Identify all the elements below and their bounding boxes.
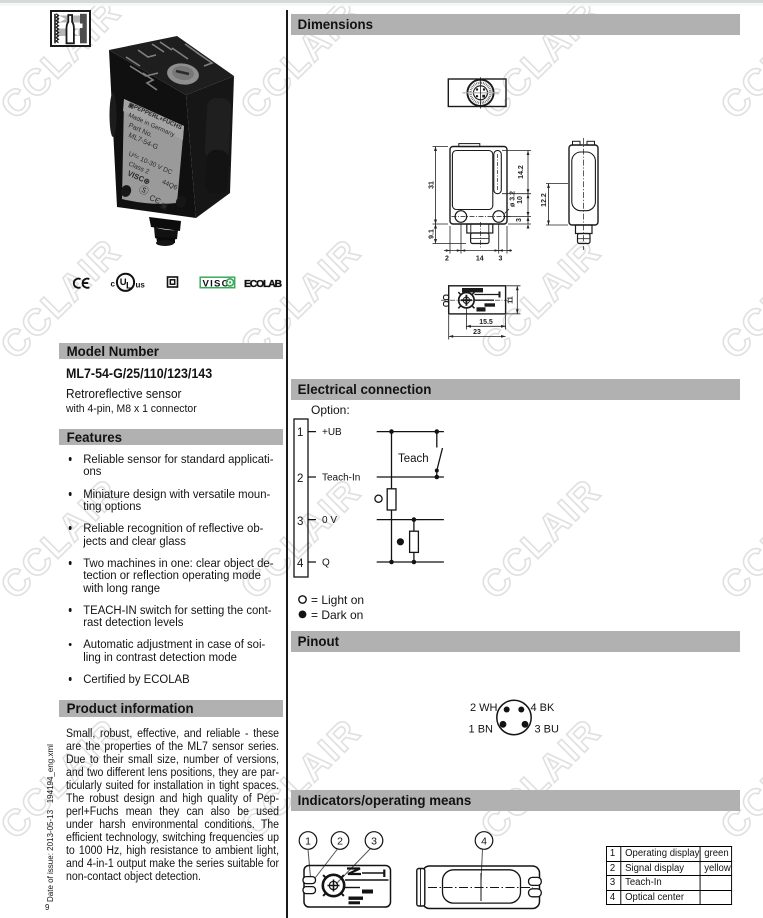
svg-text:3 BU: 3 BU bbox=[535, 724, 560, 736]
svg-text:15.5: 15.5 bbox=[479, 319, 493, 326]
svg-text:c: c bbox=[111, 280, 116, 289]
svg-text:1: 1 bbox=[305, 835, 311, 847]
svg-text:▣: ▣ bbox=[159, 200, 169, 211]
svg-text:14: 14 bbox=[476, 256, 484, 263]
svg-text:VISC: VISC bbox=[203, 278, 229, 289]
svg-text:4: 4 bbox=[297, 558, 304, 570]
svg-text:+UB: +UB bbox=[322, 427, 342, 438]
svg-text:2 WH: 2 WH bbox=[470, 702, 498, 714]
svg-text:U: U bbox=[120, 277, 127, 288]
svg-text:Teach-In: Teach-In bbox=[322, 473, 360, 484]
svg-text:3: 3 bbox=[499, 256, 503, 263]
svg-text:3: 3 bbox=[371, 835, 377, 847]
svg-text:10: 10 bbox=[517, 196, 524, 204]
svg-text:4: 4 bbox=[481, 835, 487, 847]
svg-text:2: 2 bbox=[445, 256, 449, 263]
svg-text:12.2: 12.2 bbox=[541, 193, 548, 207]
svg-text:L: L bbox=[126, 281, 132, 292]
svg-text:3: 3 bbox=[516, 218, 523, 222]
svg-text:= Dark on: = Dark on bbox=[311, 608, 363, 622]
svg-text:= Light on: = Light on bbox=[311, 593, 364, 607]
svg-text:23: 23 bbox=[473, 329, 481, 336]
svg-text:11: 11 bbox=[508, 296, 515, 304]
svg-text:1: 1 bbox=[297, 427, 303, 439]
svg-text:Teach: Teach bbox=[398, 453, 429, 465]
svg-text:CЄ: CЄ bbox=[148, 193, 162, 206]
svg-text:ECOLAB: ECOLAB bbox=[244, 279, 282, 290]
svg-text:Option:: Option: bbox=[311, 403, 350, 417]
svg-text:9.1: 9.1 bbox=[429, 229, 436, 239]
svg-text:3: 3 bbox=[297, 516, 303, 528]
svg-text:2: 2 bbox=[337, 835, 343, 847]
svg-text:Q: Q bbox=[322, 558, 330, 569]
svg-text:14.2: 14.2 bbox=[518, 165, 525, 179]
svg-text:ø 3.2: ø 3.2 bbox=[510, 191, 517, 207]
svg-text:31: 31 bbox=[429, 181, 436, 189]
svg-text:us: us bbox=[136, 281, 146, 290]
svg-text:1 BN: 1 BN bbox=[469, 724, 494, 736]
svg-text:4 BK: 4 BK bbox=[531, 702, 556, 714]
svg-text:0 V: 0 V bbox=[322, 515, 337, 526]
svg-text:2: 2 bbox=[297, 473, 303, 485]
